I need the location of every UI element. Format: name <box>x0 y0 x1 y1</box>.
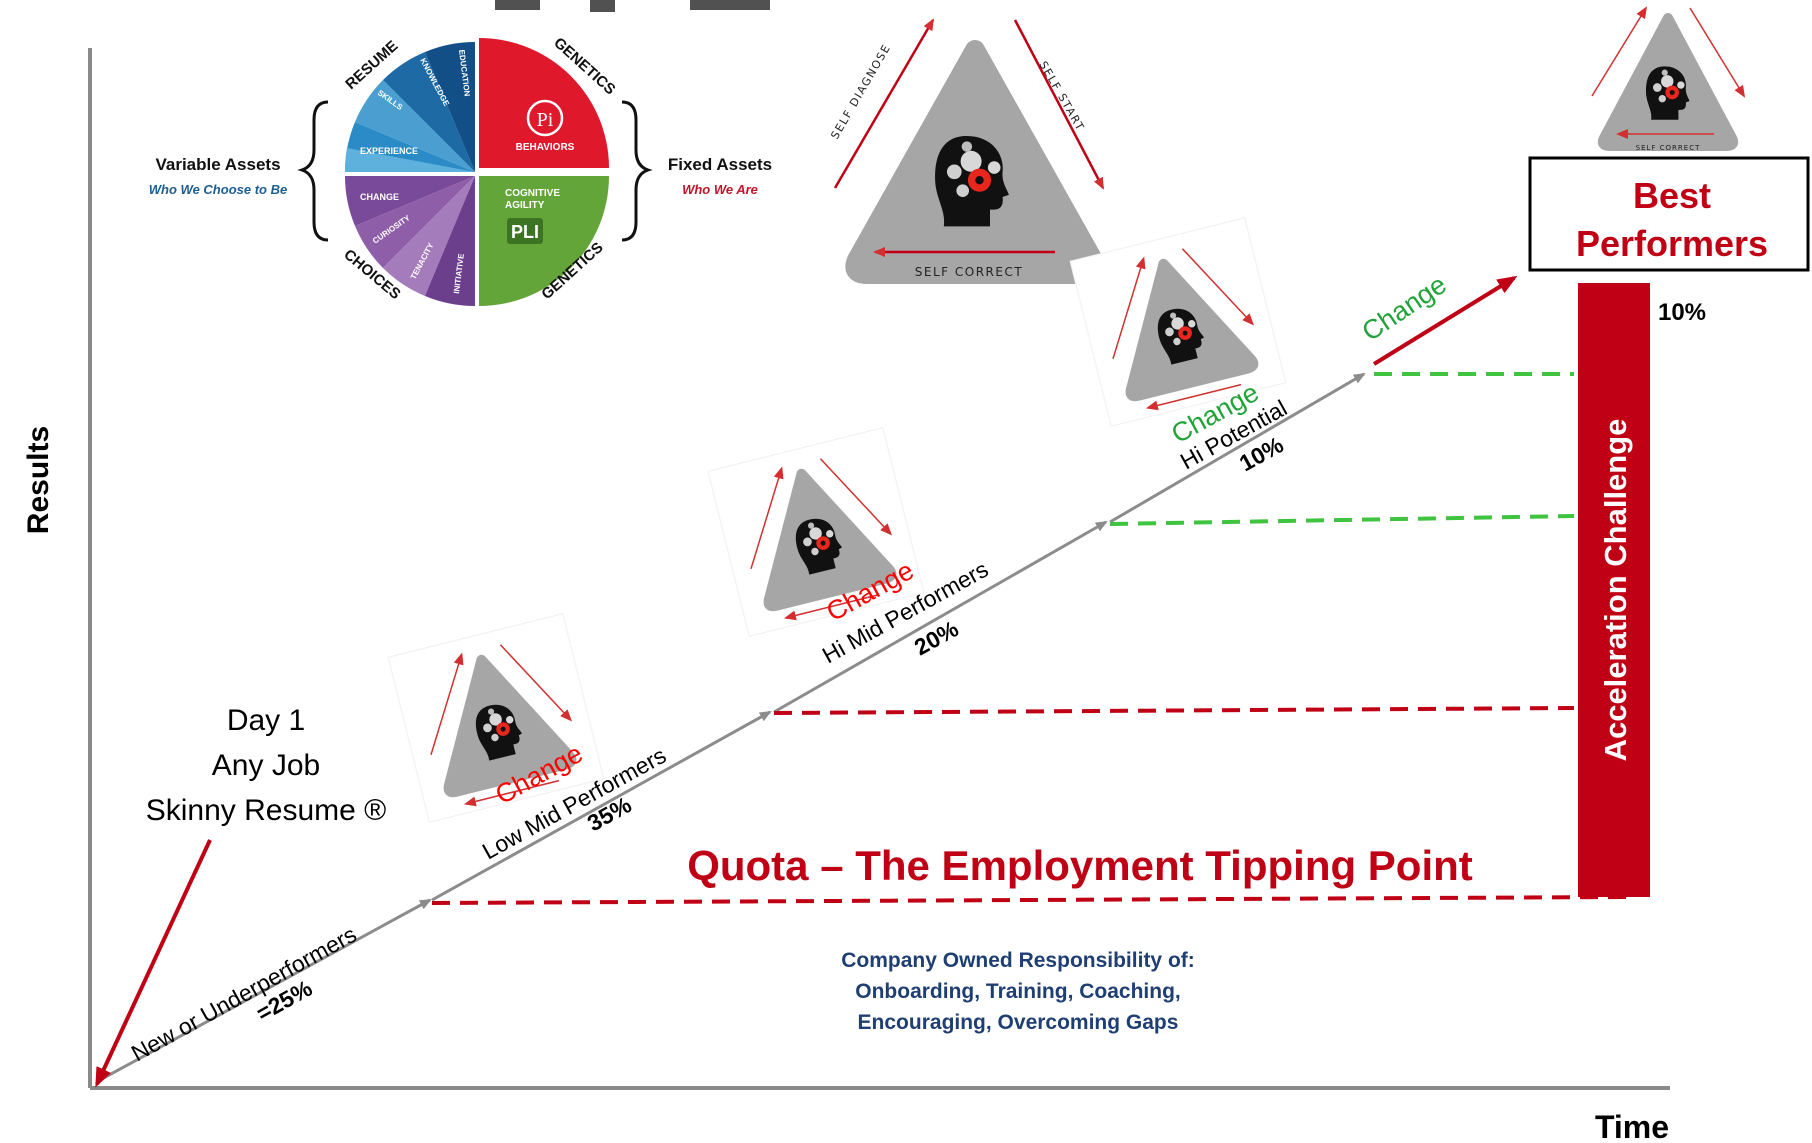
badge-low-mid <box>387 613 605 823</box>
badge-hi-potential <box>1069 217 1287 427</box>
company-responsibility-line1: Company Owned Responsibility of: <box>841 949 1195 972</box>
wheel-experience: EXPERIENCE <box>360 146 418 156</box>
pi-assets-wheel: EDUCATION KNOWLEDGE SKILLS EXPERIENCE CH… <box>340 34 619 306</box>
cropped-heading <box>490 0 790 12</box>
company-responsibility-line3: Encouraging, Overcoming Gaps <box>858 1011 1179 1034</box>
best-performers-box: Best Performers <box>1528 156 1810 272</box>
low-mid-line <box>773 706 1575 715</box>
svg-text:Pi: Pi <box>537 109 554 131</box>
best-performers-line1: Best <box>1633 175 1711 216</box>
day-one-line3: Skinny Resume ® <box>146 794 387 827</box>
badge-best: SELF CORRECT <box>1591 6 1746 152</box>
wheel-cognitive: COGNITIVE <box>505 188 560 199</box>
threshold-lines <box>431 372 1627 905</box>
fixed-assets-title: Fixed Assets <box>668 155 772 174</box>
self-correct-label: SELF CORRECT <box>915 265 1023 279</box>
y-axis-label: Results <box>22 426 55 534</box>
day-one-line2: Any Job <box>212 749 320 782</box>
self-cycle-triangle-large: SELF DIAGNOSE SELF START SELF CORRECT <box>828 18 1105 284</box>
best-performers-pct: 10% <box>1658 299 1706 326</box>
best-performers-line2: Performers <box>1576 223 1768 264</box>
x-axis-label: Time <box>1595 1109 1669 1143</box>
self-start-label: SELF START <box>1036 59 1087 134</box>
badge-best-self-correct: SELF CORRECT <box>1636 144 1701 152</box>
variable-assets-title: Variable Assets <box>155 155 280 174</box>
wheel-behaviors: BEHAVIORS <box>516 142 575 153</box>
hi-mid-line <box>1109 514 1575 526</box>
stage-hi-mid-pct: 20% <box>910 615 963 660</box>
variable-assets-subtitle: Who We Choose to Be <box>149 182 287 197</box>
wheel-change: CHANGE <box>360 192 399 202</box>
wheel-agility: AGILITY <box>505 200 545 211</box>
company-responsibility-line2: Onboarding, Training, Coaching, <box>855 980 1181 1003</box>
right-brace <box>621 100 653 242</box>
stage-final-change: Change <box>1357 269 1452 347</box>
quota-line <box>431 895 1627 905</box>
progression-path <box>99 372 1366 1082</box>
quota-title: Quota – The Employment Tipping Point <box>687 842 1473 889</box>
fixed-assets-subtitle: Who We Are <box>682 182 758 197</box>
pi-logo: Pi <box>526 99 564 137</box>
acceleration-challenge-label: Acceleration Challenge <box>1598 419 1633 762</box>
acceleration-challenge-bar: Acceleration Challenge <box>1578 283 1650 897</box>
svg-text:PLI: PLI <box>511 222 539 242</box>
left-brace <box>297 100 329 242</box>
day-one-line1: Day 1 <box>227 704 305 737</box>
final-change-arrow <box>1372 275 1518 366</box>
self-diagnose-label: SELF DIAGNOSE <box>828 42 893 142</box>
pli-logo: PLI <box>507 218 543 244</box>
day-one-arrow <box>95 839 212 1088</box>
axes <box>88 48 1670 1090</box>
badge-hi-mid <box>707 427 925 637</box>
